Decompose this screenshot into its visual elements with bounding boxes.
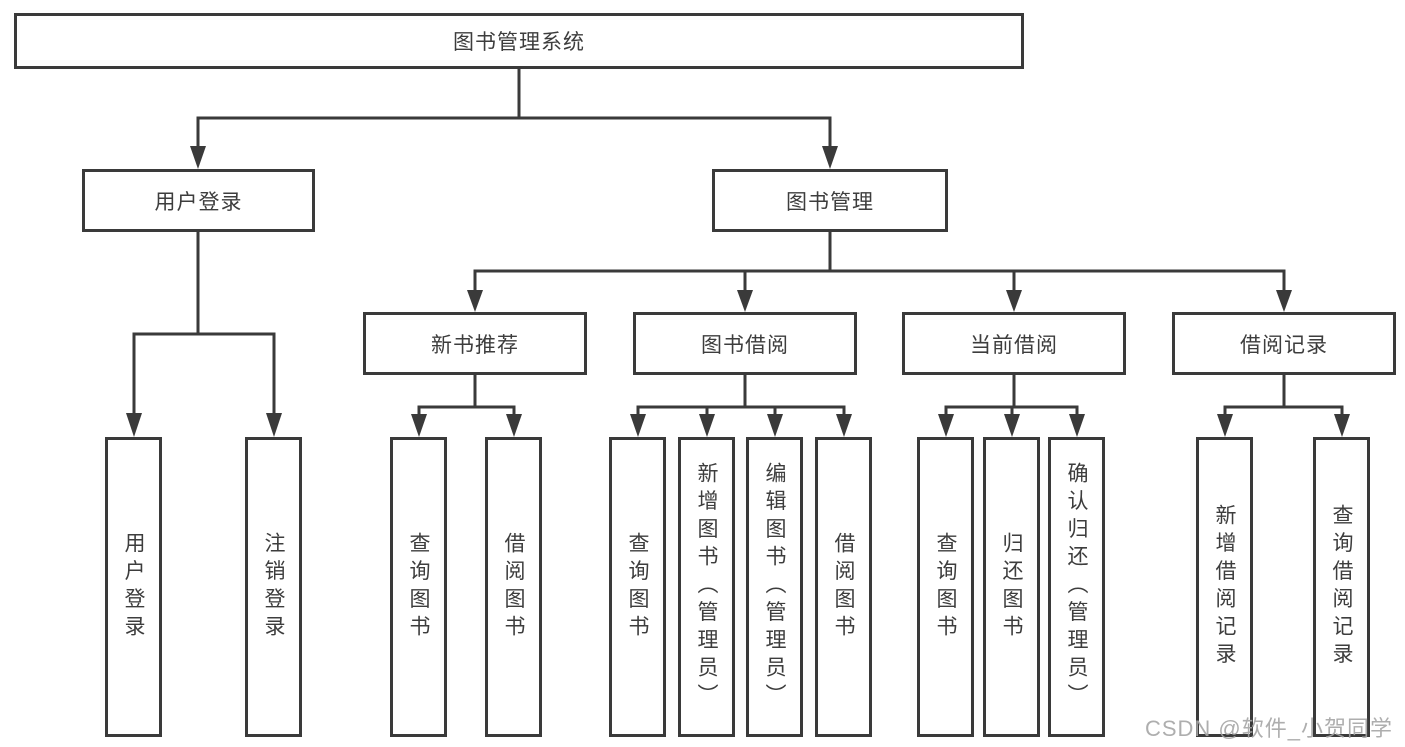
- node-label: 借阅记录: [1240, 333, 1328, 357]
- node-label: 新增图书（管理员）: [695, 462, 718, 712]
- arrowheads: [126, 146, 1350, 437]
- node-label: 当前借阅: [970, 333, 1058, 357]
- leaf-return-books: 归还图书: [983, 437, 1040, 737]
- node-label: 借阅图书: [832, 531, 855, 643]
- node-label: 查询图书: [407, 531, 430, 643]
- leaf-user-login: 用户登录: [105, 437, 162, 737]
- node-label: 图书借阅: [701, 333, 789, 357]
- csdn-watermark: CSDN @软件_小贺同学: [1144, 716, 1393, 741]
- node-borrow-records: 借阅记录: [1172, 312, 1396, 375]
- node-label: 查询借阅记录: [1330, 503, 1353, 671]
- node-label: 图书管理系统: [453, 31, 585, 54]
- node-current-borrow: 当前借阅: [902, 312, 1126, 375]
- node-library-system: 图书管理系统: [14, 13, 1024, 69]
- node-user-login: 用户登录: [82, 169, 315, 232]
- node-book-management: 图书管理: [712, 169, 948, 232]
- leaf-query-books-1: 查询图书: [390, 437, 447, 737]
- node-label: 注销登录: [262, 531, 285, 643]
- node-label: 归还图书: [1000, 531, 1023, 643]
- leaf-query-books-3: 查询图书: [917, 437, 974, 737]
- leaf-add-borrow-record: 新增借阅记录: [1196, 437, 1253, 737]
- node-label: 借阅图书: [502, 531, 525, 643]
- node-label: 用户登录: [122, 531, 145, 643]
- leaf-logout: 注销登录: [245, 437, 302, 737]
- node-label: 用户登录: [154, 190, 243, 214]
- leaf-borrow-books-2: 借阅图书: [815, 437, 872, 737]
- node-label: 查询图书: [934, 531, 957, 643]
- node-label: 编辑图书（管理员）: [763, 462, 786, 712]
- node-book-borrow: 图书借阅: [633, 312, 857, 375]
- node-label: 确认归还（管理员）: [1065, 462, 1088, 712]
- node-label: 查询图书: [626, 531, 649, 643]
- node-label: 新增借阅记录: [1213, 503, 1236, 671]
- node-label: 新书推荐: [431, 333, 519, 357]
- leaf-borrow-books-1: 借阅图书: [485, 437, 542, 737]
- leaf-edit-books-admin: 编辑图书（管理员）: [746, 437, 803, 737]
- node-label: 图书管理: [786, 190, 874, 214]
- leaf-add-books-admin: 新增图书（管理员）: [678, 437, 735, 737]
- leaf-query-borrow-record: 查询借阅记录: [1313, 437, 1370, 737]
- leaf-query-books-2: 查询图书: [609, 437, 666, 737]
- leaf-confirm-return-admin: 确认归还（管理员）: [1048, 437, 1105, 737]
- node-new-book-recommend: 新书推荐: [363, 312, 587, 375]
